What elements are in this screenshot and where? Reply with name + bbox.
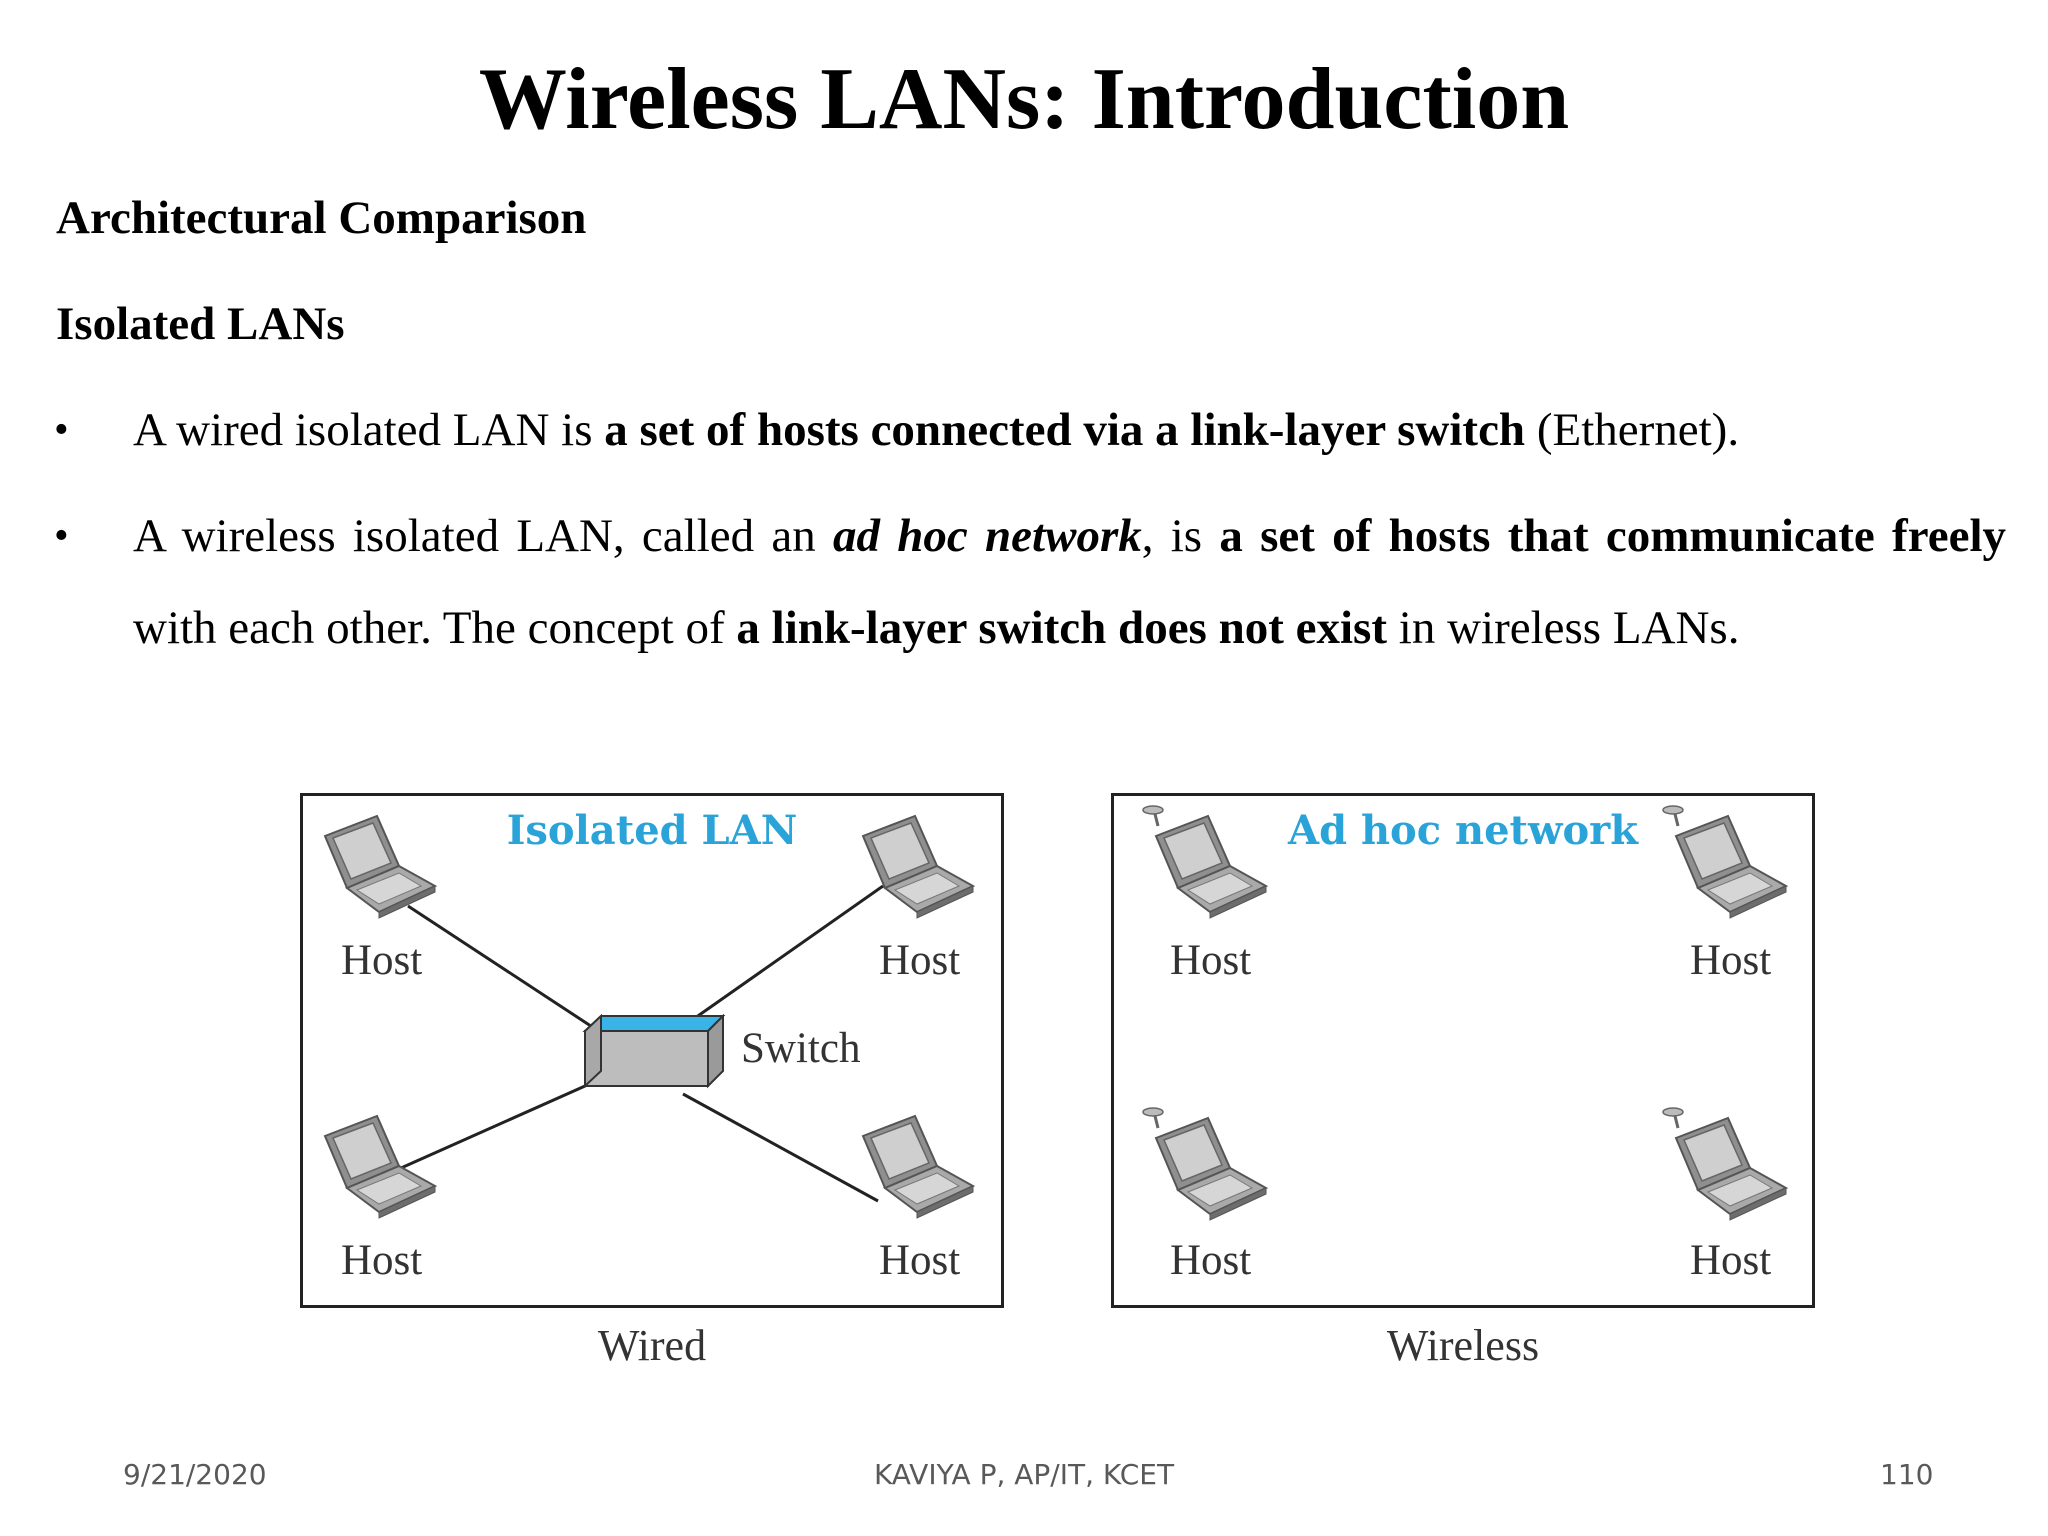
page-number: 110 bbox=[1880, 1458, 1934, 1491]
wired-link bbox=[682, 1092, 879, 1203]
host-label: Host bbox=[1170, 937, 1252, 984]
host-label: Host bbox=[1690, 1237, 1772, 1284]
slide-title: Wireless LANs: Introduction bbox=[478, 51, 1570, 148]
antenna-icon bbox=[1141, 1106, 1165, 1130]
figure-title: Isolated LAN bbox=[506, 807, 798, 854]
footer-author: KAVIYA P, AP/IT, KCET bbox=[873, 1458, 1175, 1491]
host-label: Host bbox=[1690, 937, 1772, 984]
adhoc-network-diagram: Ad hoc network Host Host Host Host bbox=[1111, 793, 1815, 1308]
figure-caption-wired: Wired bbox=[597, 1321, 707, 1370]
host-label: Host bbox=[879, 937, 961, 984]
switch-icon bbox=[582, 1013, 726, 1089]
host-label: Host bbox=[341, 1237, 423, 1284]
bullet-wireless-lan: A wireless isolated LAN, called an ad ho… bbox=[133, 510, 2006, 654]
figure-title: Ad hoc network bbox=[1288, 807, 1638, 854]
bullet-wired-lan: A wired isolated LAN is a set of hosts c… bbox=[133, 404, 1740, 456]
switch-label: Switch bbox=[741, 1025, 861, 1072]
laptop-icon bbox=[1675, 1117, 1787, 1221]
wired-lan-diagram: Isolated LAN Host Host Switch Host Host bbox=[300, 793, 1004, 1308]
bullet-marker: • bbox=[54, 513, 69, 559]
bullet-marker: • bbox=[54, 407, 69, 453]
host-label: Host bbox=[1170, 1237, 1252, 1284]
wired-link bbox=[407, 904, 604, 1036]
figure-caption-wireless: Wireless bbox=[1386, 1321, 1540, 1370]
laptop-icon bbox=[862, 1115, 974, 1219]
host-label: Host bbox=[879, 1237, 961, 1284]
wired-link bbox=[694, 884, 884, 1020]
section-heading: Architectural Comparison bbox=[56, 192, 587, 244]
antenna-icon bbox=[1661, 1106, 1685, 1130]
host-label: Host bbox=[341, 937, 423, 984]
footer-date: 9/21/2020 bbox=[123, 1458, 267, 1491]
laptop-icon bbox=[1155, 1117, 1267, 1221]
laptop-icon bbox=[324, 1115, 436, 1219]
subsection-heading: Isolated LANs bbox=[56, 298, 345, 350]
wired-link bbox=[400, 1076, 604, 1170]
